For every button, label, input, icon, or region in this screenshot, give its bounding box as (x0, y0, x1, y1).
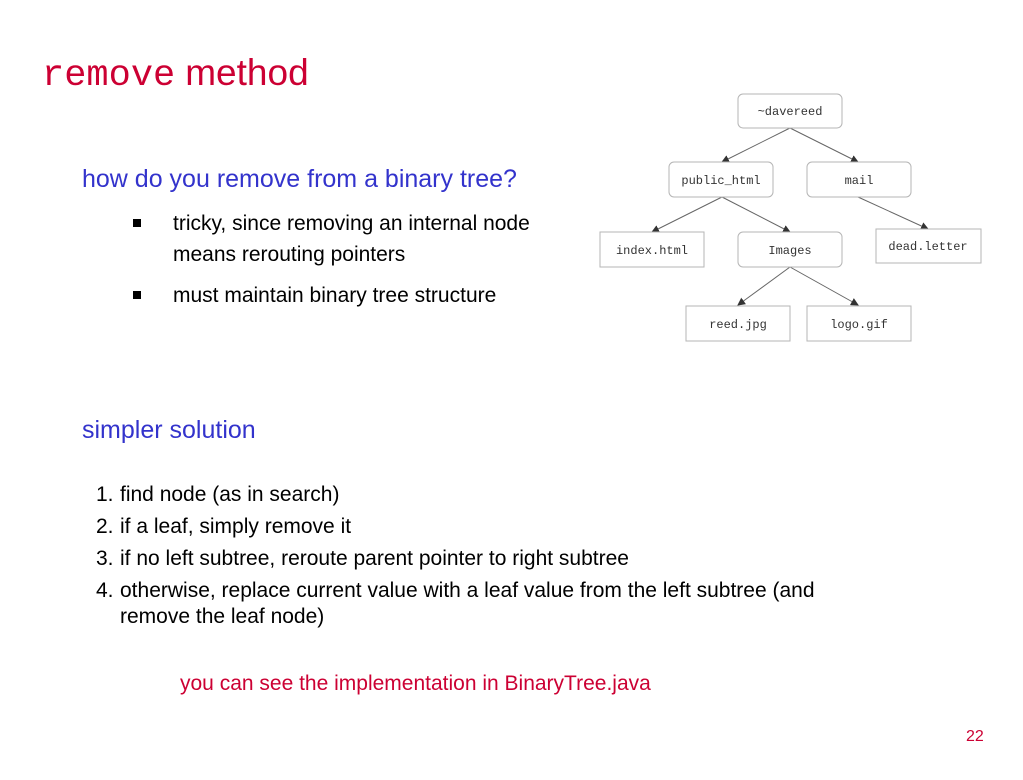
node-label: ~davereed (758, 105, 823, 119)
bullet-text: tricky, since removing an internal node … (173, 212, 530, 266)
node-label: dead.letter (888, 240, 967, 254)
tree-node-logo-gif: logo.gif (806, 305, 912, 342)
edge-root-public-html (721, 127, 791, 163)
square-bullet-icon (133, 291, 141, 299)
tree-node-root: ~davereed (737, 93, 843, 129)
directory-tree-diagram: ~davereed public_html mail index.html Im… (599, 93, 982, 342)
tree-node-reed-jpg: reed.jpg (685, 305, 791, 342)
tree-node-mail: mail (806, 161, 912, 198)
edge-mail-dead-letter (857, 196, 929, 230)
step-number: 3. (96, 547, 114, 570)
step-text: if a leaf, simply remove it (120, 515, 352, 538)
heading-remove-question: how do you remove from a binary tree? (82, 165, 517, 193)
step-item: 2. if a leaf, simply remove it (96, 514, 836, 540)
tree-node-images: Images (737, 231, 843, 268)
node-label: index.html (616, 244, 688, 258)
node-label: mail (845, 174, 874, 188)
step-item: 3. if no left subtree, reroute parent po… (96, 546, 836, 572)
edge-public-html-images (721, 196, 791, 233)
edge-public-html-index (651, 196, 723, 233)
bullet-item: must maintain binary tree structure (133, 280, 563, 311)
node-label: logo.gif (830, 318, 888, 332)
title-code: remove (42, 55, 176, 97)
edge-root-mail (789, 127, 859, 163)
bullet-list: tricky, since removing an internal node … (133, 208, 563, 321)
step-item: 1. find node (as in search) (96, 482, 836, 508)
step-text: find node (as in search) (120, 483, 340, 506)
heading-simpler-solution: simpler solution (82, 416, 256, 444)
edge-images-logo (789, 266, 859, 306)
step-number: 2. (96, 515, 114, 538)
tree-node-dead-letter: dead.letter (875, 228, 982, 264)
bullet-item: tricky, since removing an internal node … (133, 208, 563, 270)
step-number: 1. (96, 483, 114, 506)
tree-node-index-html: index.html (599, 231, 705, 268)
implementation-note: you can see the implementation in Binary… (180, 672, 651, 695)
tree-node-public-html: public_html (668, 161, 774, 198)
step-text: otherwise, replace current value with a … (120, 579, 815, 628)
node-label: reed.jpg (709, 318, 767, 332)
square-bullet-icon (133, 219, 141, 227)
steps-list: 1. find node (as in search) 2. if a leaf… (96, 482, 836, 636)
step-text: if no left subtree, reroute parent point… (120, 547, 629, 570)
node-label: Images (768, 244, 811, 258)
step-number: 4. (96, 579, 114, 602)
step-item: 4. otherwise, replace current value with… (96, 578, 836, 630)
bullet-text: must maintain binary tree structure (173, 284, 497, 307)
node-label: public_html (681, 174, 760, 188)
title-word: method (185, 52, 309, 93)
edge-images-reed (737, 266, 791, 306)
page-number: 22 (966, 728, 984, 745)
